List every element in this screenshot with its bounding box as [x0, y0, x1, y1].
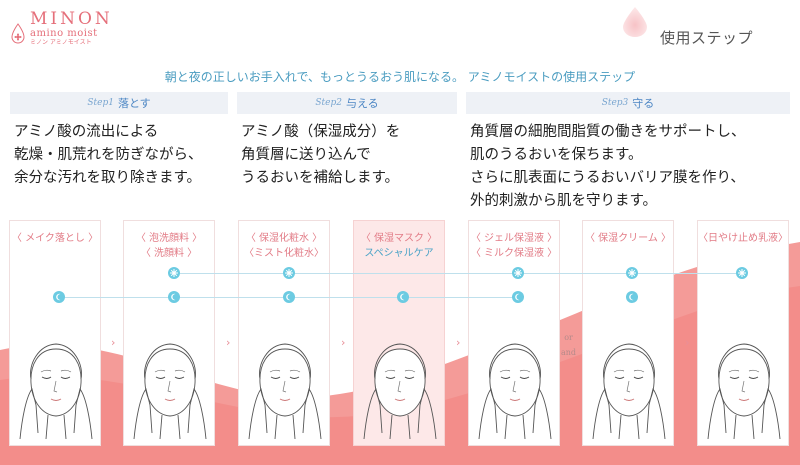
or-text: or: [564, 333, 573, 342]
description-line: 外的刺激から肌を守ります。: [470, 193, 658, 209]
product-label: 〈日やけ止め乳液〉: [698, 231, 788, 246]
next-arrow-icon: ›: [341, 336, 346, 349]
description-line: さらに肌表面にうるおいバリア膜を作り、: [470, 170, 745, 186]
brand-logo[interactable]: MINON amino moist ミノン アミノモイスト: [10, 10, 113, 50]
and-text: and: [561, 348, 577, 357]
product-label: 〈 泡洗顔料 〉 〈 洗顔料 〉: [124, 231, 214, 261]
face-illustration: [248, 343, 322, 439]
face-illustration: [133, 343, 207, 439]
product-label: 〈 保湿化粧水 〉 〈ミスト化粧水〉: [239, 231, 329, 261]
moon-icon: [283, 291, 295, 303]
product-name-alt: 〈 洗顔料 〉: [140, 248, 198, 259]
step-3-description: 角質層の細胞間脂質の働きをサポートし、 肌のうるおいを保ちます。 さらに肌表面に…: [470, 121, 746, 213]
face-illustration: [19, 343, 93, 439]
product-name: 〈 保湿クリーム 〉: [584, 233, 672, 244]
sun-icon: [736, 267, 748, 279]
brand-name: MINON: [30, 9, 113, 29]
sun-icon: [168, 267, 180, 279]
product-name-alt: 〈 ミルク保湿液 〉: [470, 248, 558, 259]
product-name: 〈 メイク落とし 〉: [11, 233, 99, 244]
product-name: 〈 泡洗顔料 〉: [135, 233, 203, 244]
product-name: 〈 保湿化粧水 〉: [245, 233, 323, 244]
special-care-label: スペシャルケア: [364, 248, 434, 259]
description-line: 乾燥・肌荒れを防ぎながら、: [14, 147, 203, 163]
face-illustration: [707, 343, 781, 439]
product-card-face-wash[interactable]: 〈 泡洗顔料 〉 〈 洗顔料 〉: [123, 220, 215, 446]
product-card-cream[interactable]: 〈 保湿クリーム 〉: [582, 220, 674, 446]
sun-icon: [626, 267, 638, 279]
step-label: 与える: [345, 97, 379, 110]
next-arrow-icon: ›: [456, 336, 461, 349]
page-title: 使用ステップ: [660, 29, 754, 47]
next-arrow-icon: ›: [111, 336, 116, 349]
product-label: 〈 メイク落とし 〉: [10, 231, 100, 246]
description-line: うるおいを補給します。: [241, 170, 400, 186]
brand-sub: amino moist: [30, 28, 98, 39]
product-card-moisturizer[interactable]: 〈 ジェル保湿液 〉 〈 ミルク保湿液 〉: [468, 220, 560, 446]
sun-icon: [512, 267, 524, 279]
moon-icon: [168, 291, 180, 303]
description-line: 角質層の細胞間脂質の働きをサポートし、: [470, 124, 746, 140]
product-label: 〈 保湿マスク 〉 スペシャルケア: [354, 231, 444, 261]
intro-text: 朝と夜の正しいお手入れで、もっとうるおう肌になる。 アミノモイストの使用ステップ: [164, 70, 636, 84]
face-illustration: [592, 343, 666, 439]
product-card-toner[interactable]: 〈 保湿化粧水 〉 〈ミスト化粧水〉: [238, 220, 330, 446]
next-arrow-icon: ›: [226, 336, 231, 349]
moon-icon: [397, 291, 409, 303]
moon-icon: [512, 291, 524, 303]
face-illustration: [363, 343, 437, 439]
step-number: Step1: [87, 98, 114, 108]
morning-timeline: [174, 273, 742, 274]
description-line: 余分な汚れを取り除きます。: [14, 170, 202, 186]
step-number: Step3: [601, 98, 629, 108]
step-1-description: アミノ酸の流出による 乾燥・肌荒れを防ぎながら、 余分な汚れを取り除きます。: [14, 121, 203, 190]
moon-icon: [53, 291, 65, 303]
moon-icon: [626, 291, 638, 303]
step-label: 落とす: [117, 97, 151, 110]
or-and-connector: or and: [561, 330, 576, 360]
drop-icon: [10, 10, 26, 50]
face-illustration: [478, 343, 552, 439]
product-name: 〈 ジェル保湿液 〉: [470, 233, 558, 244]
brand-kana: ミノン アミノモイスト: [30, 39, 92, 46]
product-card-sunscreen[interactable]: 〈日やけ止め乳液〉: [697, 220, 789, 446]
product-name: 〈日やけ止め乳液〉: [698, 233, 788, 244]
product-name-alt: 〈ミスト化粧水〉: [244, 248, 324, 259]
decorative-drop-icon: [623, 7, 647, 37]
product-name: 〈 保湿マスク 〉: [360, 233, 438, 244]
description-line: 肌のうるおいを保ちます。: [470, 147, 643, 163]
sun-icon: [283, 267, 295, 279]
product-label: 〈 ジェル保湿液 〉 〈 ミルク保湿液 〉: [469, 231, 559, 261]
step-number: Step2: [315, 98, 342, 108]
description-line: アミノ酸（保湿成分）を: [241, 124, 401, 140]
product-card-makeup-remover[interactable]: 〈 メイク落とし 〉: [9, 220, 101, 446]
description-line: アミノ酸の流出による: [14, 124, 159, 140]
description-line: 角質層に送り込んで: [241, 147, 371, 163]
next-arrow-icon: ›: [685, 336, 690, 349]
step-3-header: Step3 守る: [466, 92, 790, 114]
product-label: 〈 保湿クリーム 〉: [583, 231, 673, 246]
step-2-header: Step2 与える: [237, 92, 457, 114]
step-label: 守る: [632, 97, 655, 110]
step-1-header: Step1 落とす: [10, 92, 228, 114]
product-card-mask[interactable]: 〈 保湿マスク 〉 スペシャルケア: [353, 220, 445, 446]
step-2-description: アミノ酸（保湿成分）を 角質層に送り込んで うるおいを補給します。: [241, 121, 400, 190]
